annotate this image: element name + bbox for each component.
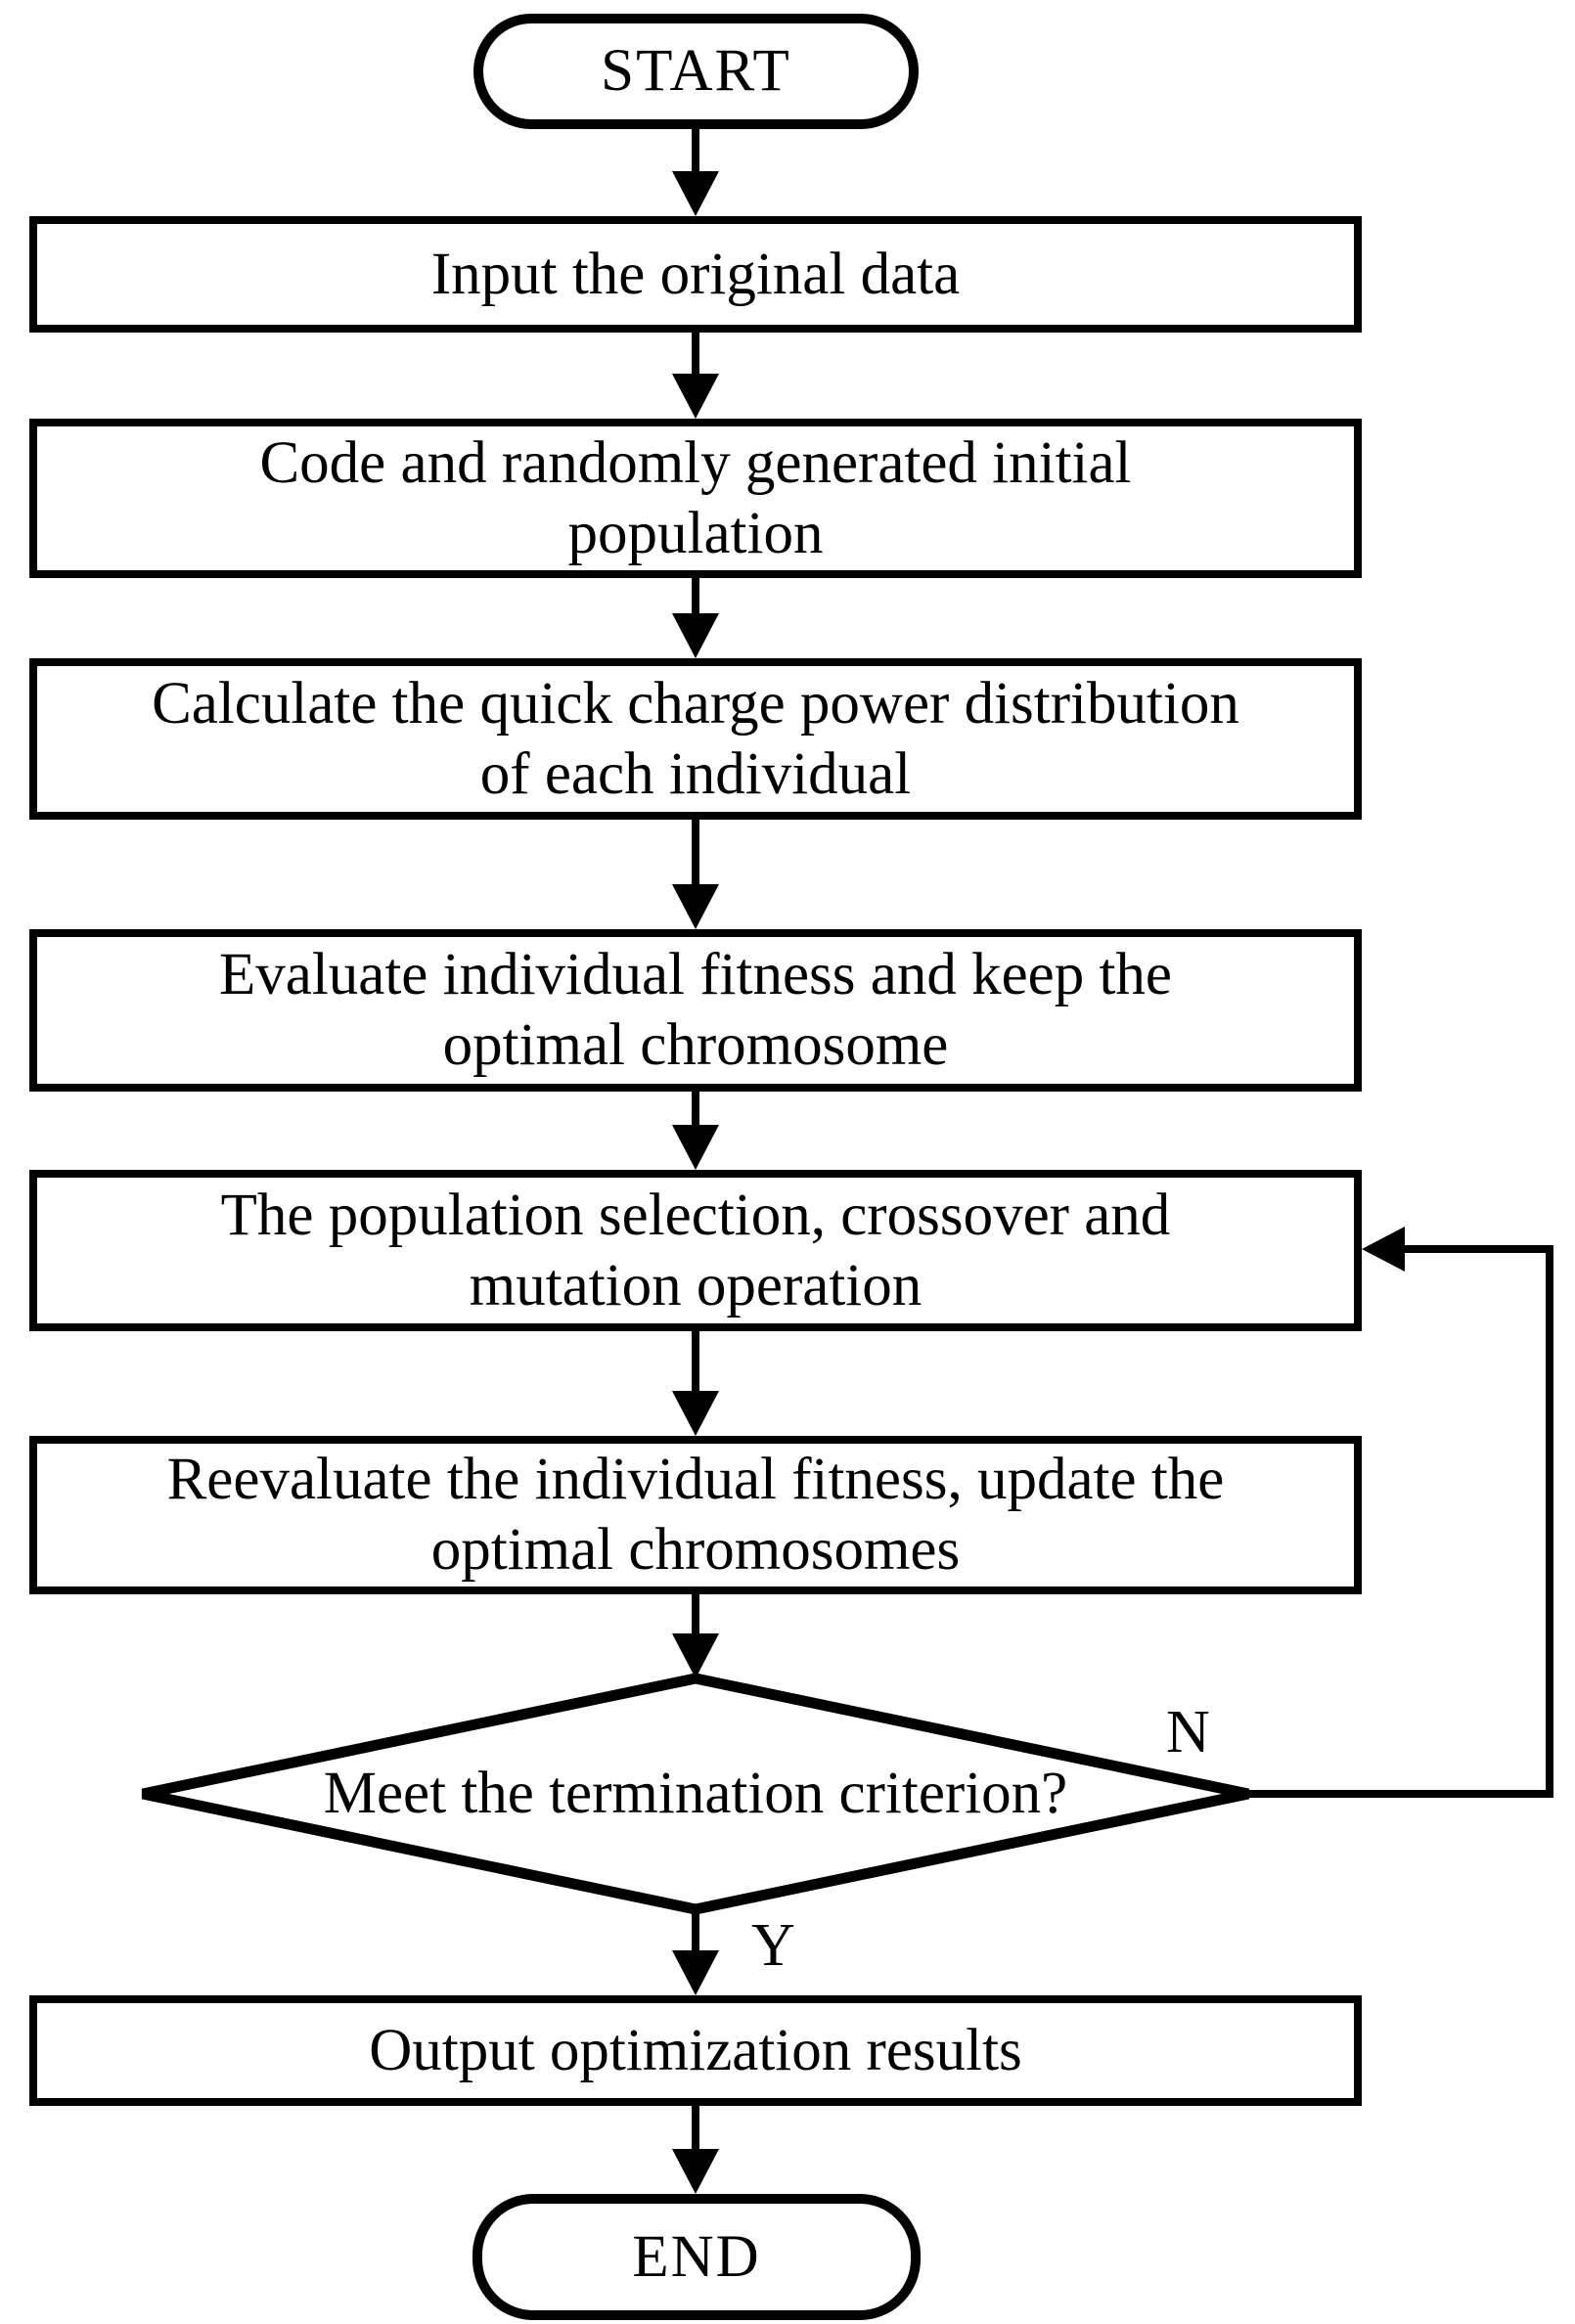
feedback-line (1242, 1245, 1553, 1798)
branch-label-no: N (1166, 1699, 1210, 1765)
node-reevaluate-fitness: Reevaluate the individual fitness, updat… (29, 1436, 1362, 1594)
node-code-initial-population: Code and randomly generated initial popu… (29, 419, 1362, 578)
arrowhead-icon (672, 884, 719, 929)
arrowhead-icon (672, 1950, 719, 1995)
arrowhead-icon (672, 374, 719, 419)
node-evaluate-fitness: Evaluate individual fitness and keep the… (29, 929, 1362, 1092)
node-start: START (473, 14, 919, 129)
node-output-results: Output optimization results (29, 1995, 1362, 2106)
node-calculate-quick-charge-power: Calculate the quick charge power distrib… (29, 658, 1362, 820)
arrowhead-icon (672, 171, 719, 216)
node-selection-crossover-mutation: The population selection, crossover and … (29, 1170, 1362, 1331)
decision-diamond-shape (141, 1673, 1250, 1915)
feedback-loop (1242, 1227, 1553, 1798)
branch-label-yes: Y (751, 1912, 795, 1979)
node-termination-decision: Meet the termination criterion? (323, 1761, 1068, 1827)
arrowhead-icon (672, 2149, 719, 2194)
node-end: END (472, 2194, 921, 2320)
node-input-original-data: Input the original data (29, 216, 1362, 333)
arrowhead-icon (672, 613, 719, 658)
arrowhead-icon (672, 1125, 719, 1170)
flow-arrowheads (672, 171, 719, 2194)
arrowhead-icon (672, 1633, 719, 1678)
arrowhead-icon (672, 1391, 719, 1436)
arrowhead-left-icon (1362, 1227, 1405, 1272)
